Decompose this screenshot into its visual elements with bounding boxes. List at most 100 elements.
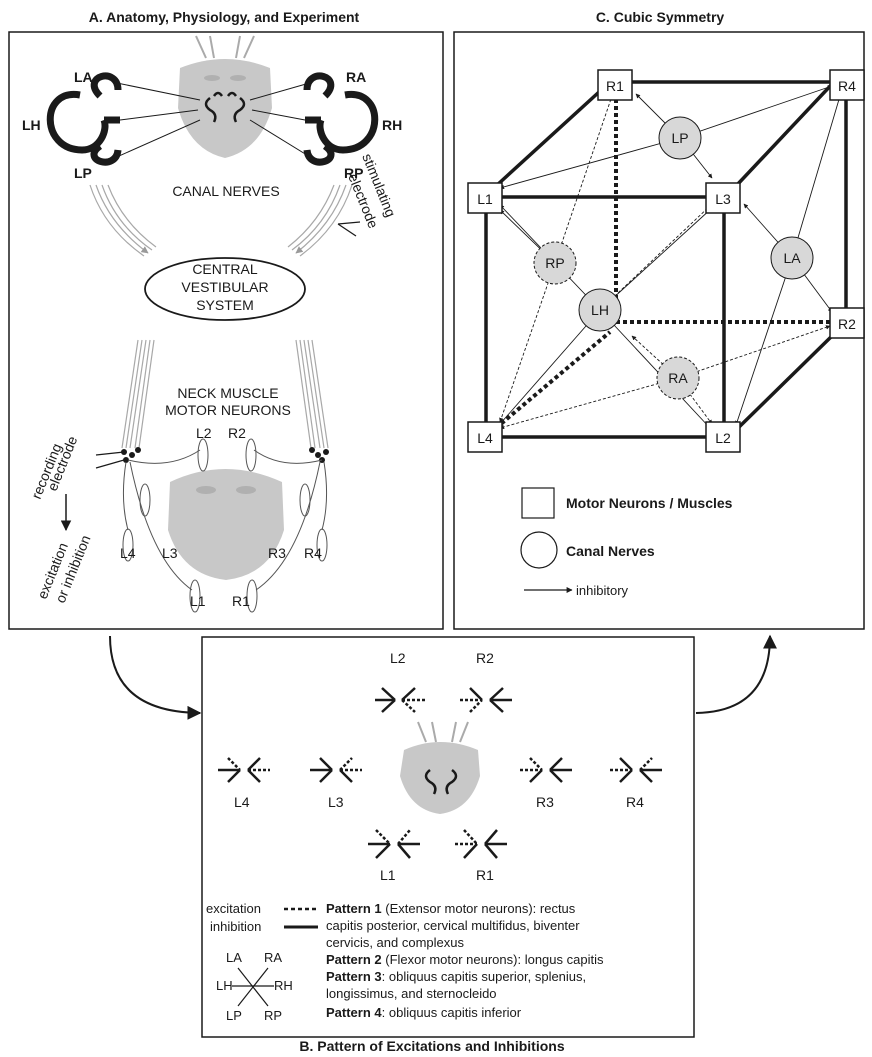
central-vestibular-system-node [144,257,306,321]
canal-nerve-lines [109,81,316,161]
cvs-line3: SYSTEM [196,297,254,313]
cvs-line1: CENTRAL [192,261,258,277]
panel-b-frame [201,636,695,1038]
key-lh: LH [216,978,233,993]
pattern-1-line2: capitis posterior, cervical multifidus, … [326,918,580,933]
canal-node-lh: LH [578,288,622,332]
muscle-label-r4: R4 [304,545,322,561]
key-la: LA [226,950,242,965]
muscle-label-l2: L2 [196,425,212,441]
cube-node-l3-label: L3 [715,191,731,207]
pattern-symbol-l2 [375,687,425,713]
cube-node-l3: L3 [705,182,741,214]
pattern-symbol-l3 [310,757,362,783]
muscle-spindles [122,438,328,613]
head-top-illustration [178,35,272,158]
canal-node-la: LA [770,236,814,280]
inhibitory-arrows [499,85,842,430]
pattern-1-line3: cervicis, and complexus [326,935,464,950]
right-labyrinth-icon [303,72,379,166]
canal-node-rp: RP [533,241,577,285]
pattern-label-r2: R2 [476,650,494,666]
key-lp: LP [226,1008,242,1023]
pattern-1-line1: Pattern 1 (Extensor motor neurons): rect… [326,901,576,916]
recording-electrode [95,451,125,469]
panel-c-title: C. Cubic Symmetry [596,9,725,25]
pattern-1-bold: Pattern 1 [326,901,382,916]
inhibition-key-label: inhibition [210,919,261,934]
cube-node-r2-label: R2 [838,316,856,332]
head-bottom-illustration [168,469,284,580]
canal-node-lh-label: LH [591,302,609,318]
pattern-1-text: (Extensor motor neurons): rectus [385,901,576,916]
legend-square-icon [521,487,555,519]
pattern-2-text: (Flexor motor neurons): longus capitis [385,952,604,967]
pattern-symbol-l1 [368,829,420,859]
pattern-label-l3: L3 [328,794,344,810]
legend-circle-label: Canal Nerves [566,543,655,559]
pattern-symbol-r3 [520,757,572,783]
canal-orientation-key-icon [232,967,274,1007]
label-lh: LH [22,117,41,133]
pattern-symbol-r2 [460,687,512,713]
muscle-label-r2: R2 [228,425,246,441]
legend-arrow-label: inhibitory [576,583,629,598]
pattern-symbol-r4 [610,757,662,783]
head-center-illustration [400,721,480,814]
stimulating-electrode [337,221,361,237]
label-rh: RH [382,117,402,133]
left-labyrinth-icon [46,72,122,166]
motor-neuron-dots [121,447,329,463]
label-ra: RA [346,69,366,85]
legend-square-label: Motor Neurons / Muscles [566,495,733,511]
pattern-2-line1: Pattern 2 (Flexor motor neurons): longus… [326,952,604,967]
pattern-4-text: : obliquus capitis inferior [382,1005,522,1020]
canal-fiber-bundles [89,184,353,257]
pattern-label-r4: R4 [626,794,644,810]
cube-node-r1-label: R1 [606,78,624,94]
descending-fiber-bundles [121,339,329,449]
pattern-label-l2: L2 [390,650,406,666]
pattern-label-r3: R3 [536,794,554,810]
pattern-2-bold: Pattern 2 [326,952,382,967]
cube-node-l1-label: L1 [477,191,493,207]
muscle-label-r1: R1 [232,593,250,609]
connector-arrow-a-to-b [109,635,202,720]
cube-node-r1: R1 [597,69,633,101]
panel-a-title: A. Anatomy, Physiology, and Experiment [89,9,360,25]
cube-node-l2-label: L2 [715,430,731,446]
neck-muscle-label-line2: MOTOR NEURONS [165,402,291,418]
canal-node-lp-label: LP [671,130,688,146]
key-rp: RP [264,1008,282,1023]
cube-edges [484,80,848,439]
key-rh: RH [274,978,293,993]
label-la: LA [74,69,93,85]
muscle-label-l1: L1 [190,593,206,609]
cube-node-r4-label: R4 [838,78,856,94]
muscle-label-r3: R3 [268,545,286,561]
key-ra: RA [264,950,282,965]
pattern-4-line1: Pattern 4: obliquus capitis inferior [326,1005,522,1020]
pattern-label-r1: R1 [476,867,494,883]
pattern-descriptions: Pattern 1 (Extensor motor neurons): rect… [326,901,604,1020]
pattern-label-l1: L1 [380,867,396,883]
canal-nerves-label: CANAL NERVES [172,183,279,199]
pattern-3-bold: Pattern 3 [326,969,382,984]
pattern-symbol-r1 [455,829,507,859]
label-lp: LP [74,165,92,181]
excitation-key-label: excitation [206,901,261,916]
connector-arrow-b-to-c [695,634,777,714]
muscle-label-l3: L3 [162,545,178,561]
panel-c-frame [453,31,865,630]
cube-node-l2: L2 [705,421,741,453]
pattern-3-line1: Pattern 3: obliquus capitis superior, sp… [326,969,586,984]
cube-node-l4: L4 [467,421,503,453]
legend-circle-icon [520,531,558,569]
cube-node-r4: R4 [829,69,865,101]
canal-node-ra-label: RA [668,370,688,386]
neck-muscle-label-line1: NECK MUSCLE [177,385,278,401]
canal-node-rp-label: RP [545,255,564,271]
panel-b-title: B. Pattern of Excitations and Inhibition… [299,1038,564,1054]
label-rp: RP [344,165,363,181]
